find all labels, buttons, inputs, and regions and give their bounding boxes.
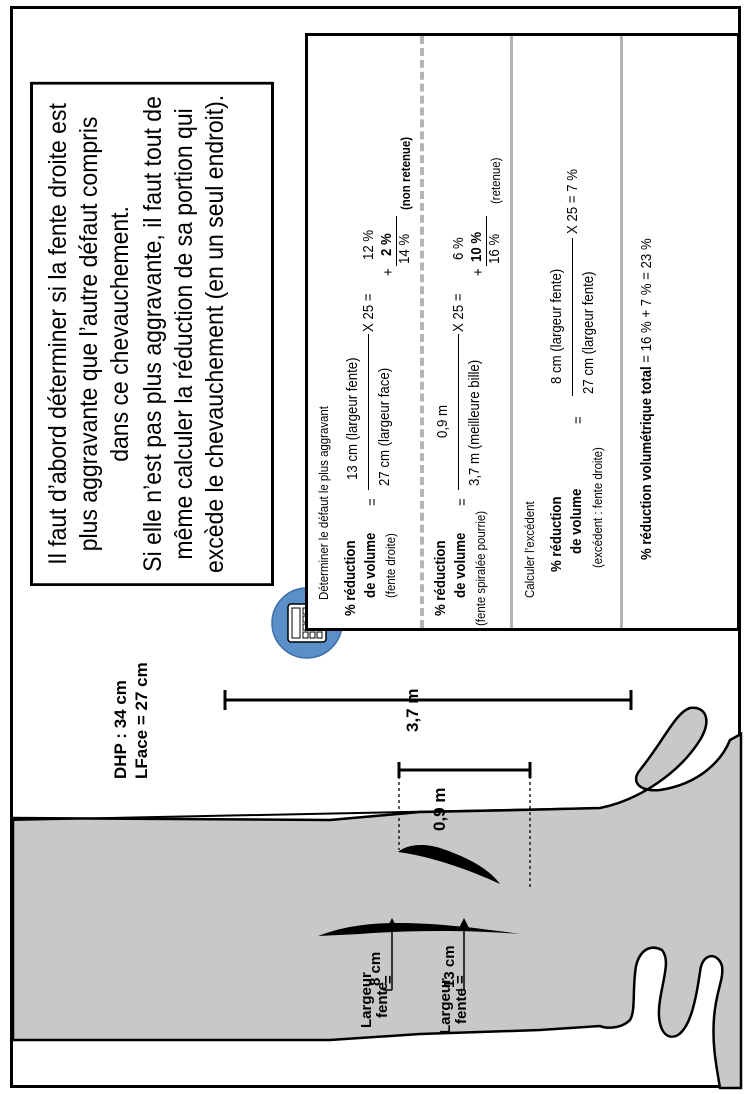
row2-v1: 6 % [450,237,467,260]
row1-total: 14 % [396,234,413,264]
row1-label-a: % réduction [342,540,359,616]
dhp-label: DHP : 34 cm [111,680,131,779]
row1-label-b: de volume [362,533,379,598]
row2-numerator: 0,9 m [434,405,451,438]
row1-eq: = [364,498,381,506]
dashed-separator [420,36,424,628]
note-paragraph-1: Il faut d’abord déterminer si la fente d… [43,92,136,576]
row2-total: 16 % [486,234,503,264]
note-paragraph-2: Si elle n’est pas plus aggravante, il fa… [138,92,231,576]
row3-label-c: (excédent : fente droite) [590,447,605,568]
row1-v2: 2 % [378,233,395,256]
row2-v2: 10 % [468,232,485,262]
row1-fraction-line [368,334,369,490]
row1-denominator: 27 cm (largeur face) [376,368,393,486]
row2-eq: = [454,498,471,506]
row1-note: (non retenue) [398,137,413,210]
row1-plus: + [380,268,397,276]
total-line: % réduction volumétrique total = 16 % + … [638,238,655,560]
row3-numerator: 8 cm (largeur fente) [548,269,565,384]
solid-separator-2 [620,36,623,628]
row3-denominator: 27 cm (largeur fente) [580,271,597,394]
row1-label-c: (fente droite) [383,533,398,598]
section1-title: Déterminer le défaut le plus aggravant [316,406,331,600]
section2-title: Calculer l’excédent [522,501,537,598]
row3-fraction-line [572,238,573,396]
row2-note: (retenue) [488,158,503,204]
calculation-box: Déterminer le défaut le plus aggravant %… [305,33,740,631]
row3-label-b: de volume [568,489,585,554]
row2-times: X 25 = [450,293,467,332]
total-label: % réduction volumétrique total [638,366,655,560]
total-value: = 16 % + 7 % = 23 % [638,238,655,366]
row2-plus: + [470,268,487,276]
row1-times: X 25 = [360,293,377,332]
row2-label-b: de volume [452,533,469,598]
row2-label-c: (fente spiralée pourrie) [473,511,488,626]
row3-eq: = [570,416,587,424]
instruction-note: Il faut d’abord déterminer si la fente d… [30,82,274,586]
row2-label-a: % réduction [432,540,449,616]
solid-separator-1 [510,36,513,628]
width-value-1: 8 cm [367,952,384,986]
row1-v1: 12 % [360,230,377,260]
row2-denominator: 3,7 m (meilleure bille) [466,360,483,486]
length-long-label: 3,7 m [403,689,423,732]
row3-result: X 25 = 7 % [564,169,581,234]
row1-numerator: 13 cm (largeur fente) [344,357,361,480]
row3-label-a: % réduction [548,496,565,572]
lface-label: LFace = 27 cm [132,662,152,779]
length-short-label: 0,9 m [430,788,450,831]
width-value-2: 13 cm [441,945,458,988]
row2-fraction-line [458,334,459,490]
